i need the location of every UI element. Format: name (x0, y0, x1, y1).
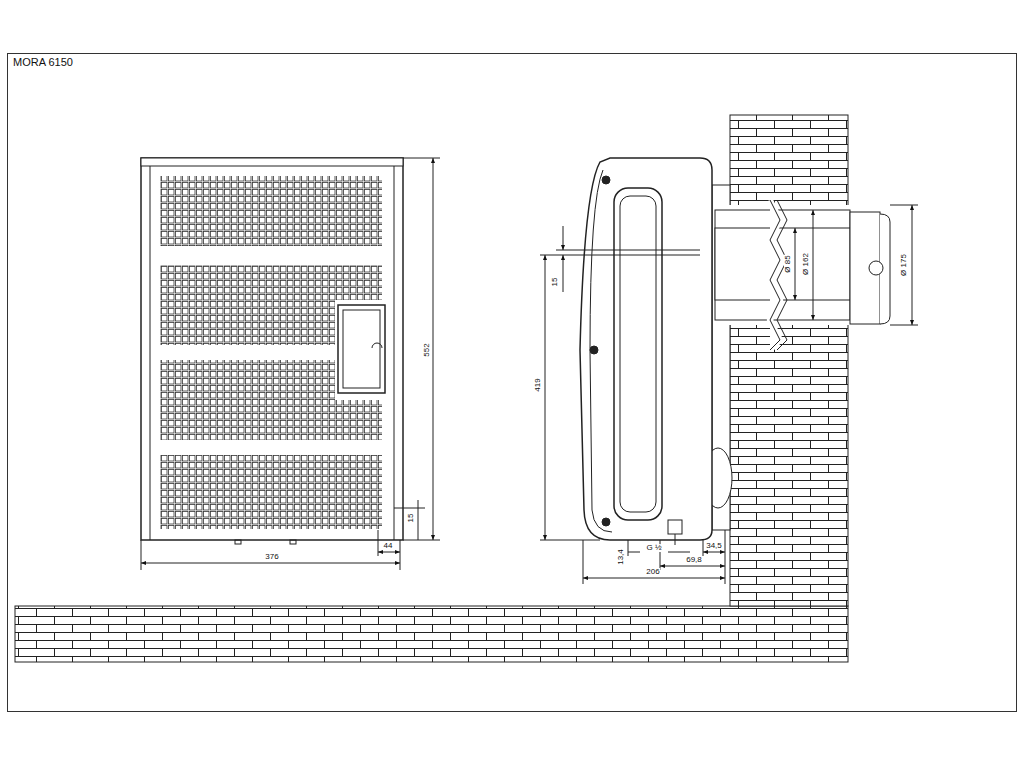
dimension-label: Ø 162 (802, 252, 810, 276)
dimension-label: 419 (534, 377, 542, 392)
dimension-label: Ø 175 (900, 253, 908, 277)
dimension-label: 69,8 (685, 556, 703, 564)
floor-bricks (15, 606, 848, 662)
dimension-label: Ø 85 (784, 254, 792, 273)
dimension-label: 15 (407, 513, 415, 524)
front-view (141, 158, 440, 570)
frame (8, 54, 1017, 712)
dimension-label: 552 (423, 342, 431, 357)
dimension-label: 206 (645, 568, 660, 576)
dimension-label: G ½ (645, 544, 662, 552)
wall-bricks (730, 115, 848, 606)
dimension-label: 15 (551, 277, 559, 288)
dimension-label: 44 (383, 542, 394, 550)
side-view (540, 158, 918, 584)
dimension-label: 34,5 (705, 542, 723, 550)
dimension-label: 376 (264, 553, 279, 561)
dimension-label: 13,4 (617, 548, 625, 566)
drawing-title: MORA 6150 (12, 57, 74, 68)
